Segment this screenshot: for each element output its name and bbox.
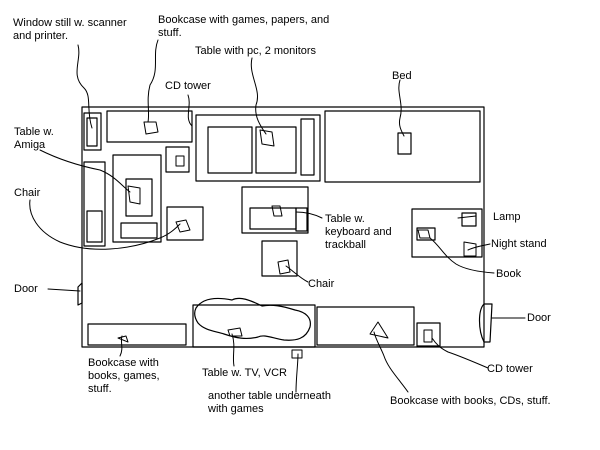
bed-pillow bbox=[397, 132, 412, 155]
chair-mid bbox=[261, 240, 298, 277]
label-cd-tower-bottom: CD tower bbox=[487, 363, 533, 375]
chair-left bbox=[166, 206, 204, 241]
night-stand bbox=[411, 208, 483, 258]
window-shelf bbox=[83, 112, 102, 151]
label-table-tv: Table w. TV, VCR bbox=[202, 367, 287, 379]
bookcase-books-left bbox=[87, 323, 187, 346]
label-chair-mid: Chair bbox=[308, 278, 335, 290]
left-shelf bbox=[83, 161, 106, 247]
label-book: Book bbox=[496, 268, 522, 280]
book bbox=[416, 227, 436, 241]
pc-monitor-2 bbox=[255, 126, 297, 174]
amiga-keyboard bbox=[120, 222, 158, 239]
bed bbox=[324, 110, 481, 183]
label-bookcase-games: Bookcase with games, papers, and stuff. bbox=[158, 14, 330, 39]
label-door-right: Door bbox=[527, 312, 551, 324]
cd-tower-bottom bbox=[416, 322, 441, 347]
door-left-mark bbox=[77, 282, 83, 306]
bookcase-games bbox=[106, 110, 193, 143]
label-bookcase-books-right: Bookcase with books, CDs, stuff. bbox=[390, 395, 551, 407]
label-chair-left: Chair bbox=[14, 187, 41, 199]
leader-lines bbox=[29, 39, 526, 393]
label-night-stand: Night stand bbox=[491, 238, 547, 250]
label-bed: Bed bbox=[392, 70, 412, 82]
label-bookcase-books-left: Bookcase with books, games, stuff. bbox=[88, 357, 160, 395]
label-table-amiga: Table w. Amiga bbox=[14, 126, 54, 151]
trackball bbox=[295, 207, 308, 232]
pc-monitor-1 bbox=[207, 126, 253, 174]
label-table-pc: Table with pc, 2 monitors bbox=[195, 45, 317, 57]
pc-table bbox=[195, 114, 321, 182]
label-cd-tower-top: CD tower bbox=[165, 80, 211, 92]
lamp bbox=[461, 212, 477, 227]
keyboard-table bbox=[241, 186, 309, 234]
label-table-underneath: another table underneath with games bbox=[208, 390, 331, 415]
amiga-monitor bbox=[125, 178, 153, 217]
bookcase-books-right bbox=[316, 306, 415, 346]
tv-table-sketch bbox=[194, 297, 311, 341]
amiga-table bbox=[112, 154, 162, 243]
tv-table bbox=[192, 304, 316, 348]
room-outline bbox=[81, 106, 485, 348]
cd-tower-top bbox=[165, 146, 190, 173]
label-window: Window still w. scanner and printer. bbox=[13, 17, 127, 42]
label-lamp: Lamp bbox=[493, 211, 521, 223]
door-right-arc bbox=[478, 303, 493, 343]
label-door-left: Door bbox=[14, 283, 38, 295]
pc-tower bbox=[300, 118, 315, 176]
window-shelf-inner bbox=[86, 117, 98, 147]
left-shelf-box bbox=[86, 210, 103, 243]
label-table-keyboard: Table w. keyboard and trackball bbox=[325, 213, 392, 251]
